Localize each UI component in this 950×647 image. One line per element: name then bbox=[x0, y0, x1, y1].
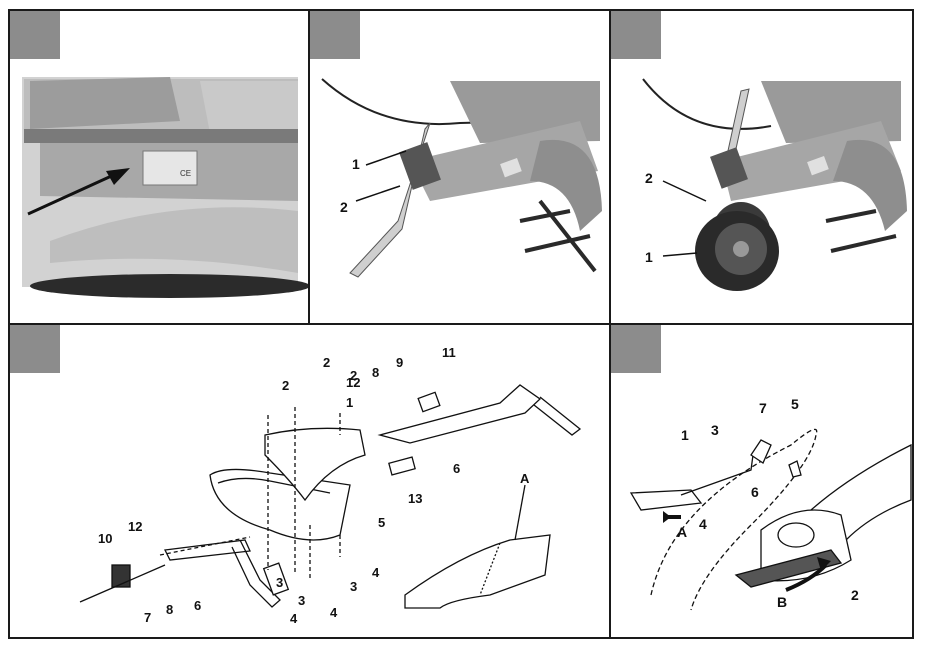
photo-transport-wheel: 2 1 bbox=[611, 11, 914, 325]
photo-depth-stop: 1 2 bbox=[310, 11, 611, 325]
figure-panel-2: 1 2 bbox=[308, 9, 611, 325]
callout-2: 2 bbox=[645, 170, 653, 186]
callout-2: 2 bbox=[282, 378, 289, 393]
callout-A: A bbox=[677, 524, 687, 540]
callout-3: 3 bbox=[350, 579, 357, 594]
callout-4: 4 bbox=[372, 565, 380, 580]
callout-8: 8 bbox=[372, 365, 379, 380]
callout-11: 11 bbox=[442, 345, 456, 360]
callout-7: 7 bbox=[759, 400, 767, 416]
callout-13: 13 bbox=[408, 491, 422, 506]
callout-6: 6 bbox=[194, 598, 201, 613]
callout-4: 4 bbox=[330, 605, 338, 620]
figure-panel-5: 1 3 7 5 6 4 A B 2 bbox=[609, 323, 914, 639]
figure-panel-1: CE bbox=[8, 9, 310, 325]
callout-1: 1 bbox=[346, 395, 353, 410]
callout-6: 6 bbox=[453, 461, 460, 476]
callout-5: 5 bbox=[378, 515, 385, 530]
callout-2: 2 bbox=[851, 587, 859, 603]
svg-text:CE: CE bbox=[180, 169, 191, 178]
callout-3: 3 bbox=[298, 593, 305, 608]
callout-1: 1 bbox=[645, 249, 653, 265]
callout-2: 2 bbox=[323, 355, 330, 370]
callout-B: B bbox=[777, 594, 787, 610]
callout-1: 1 bbox=[681, 427, 689, 443]
callout-12: 12 bbox=[346, 375, 360, 390]
cable-adjustment-diagram: 1 3 7 5 6 4 A B 2 bbox=[611, 325, 914, 639]
callout-3: 3 bbox=[711, 422, 719, 438]
callout-2: 2 bbox=[340, 199, 348, 215]
figure-panel-4: 2 2 2 1 12 8 9 11 6 13 5 4 3 4 3 4 3 6 8… bbox=[8, 323, 611, 639]
callout-6: 6 bbox=[751, 484, 759, 500]
callout-9: 9 bbox=[396, 355, 403, 370]
callout-5: 5 bbox=[791, 396, 799, 412]
callout-4: 4 bbox=[290, 611, 298, 626]
callout-A: A bbox=[520, 471, 530, 486]
callout-12: 12 bbox=[128, 519, 142, 534]
callout-1: 1 bbox=[352, 156, 360, 172]
callout-4: 4 bbox=[699, 516, 707, 532]
callout-8: 8 bbox=[166, 602, 173, 617]
photo-label-plate: CE bbox=[10, 11, 310, 325]
callout-7: 7 bbox=[144, 610, 151, 625]
callout-3: 3 bbox=[276, 575, 283, 590]
figure-panel-3: 2 1 bbox=[609, 9, 914, 325]
exploded-assembly-diagram: 2 2 2 1 12 8 9 11 6 13 5 4 3 4 3 4 3 6 8… bbox=[10, 325, 611, 639]
callout-10: 10 bbox=[98, 531, 112, 546]
